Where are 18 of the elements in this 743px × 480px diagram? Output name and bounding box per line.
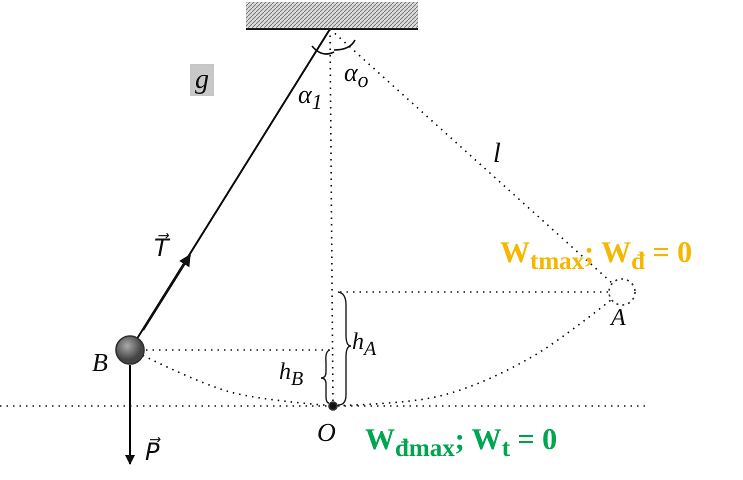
dotted-line [336,298,612,406]
point-label: O [317,420,336,446]
point-label: B [92,350,108,376]
height-label: h$_{A}$ [352,330,376,359]
length-label: l [493,140,501,168]
point-label: A [611,306,626,330]
energy-label: W$_{tmax}$; W$_{đ}$ = 0 [500,238,692,274]
angle-label: α$_{1}$ [298,82,322,114]
pendulum-bob [115,335,145,365]
angle-label: α$_{o}$ [344,60,368,92]
ceiling [246,2,418,30]
height-label: h$_{B}$ [279,360,304,389]
pendulum-string [136,28,331,339]
energy-label: W$_{đmax}$; W$_{t}$ = 0 [365,425,558,461]
ball-outline [608,278,636,306]
point-dot [328,401,338,411]
symbol-label: g [190,64,214,96]
dotted-line [329,29,334,402]
